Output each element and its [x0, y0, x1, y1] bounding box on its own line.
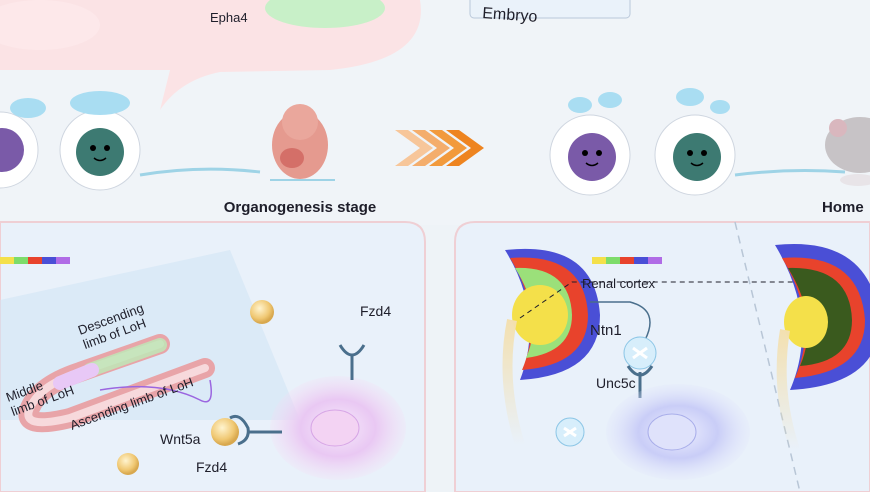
color-bar-segment: [592, 257, 606, 264]
color-bar-right: [592, 257, 662, 264]
ntn1-particle: [555, 417, 585, 447]
fzd4-receptor-bottom: [229, 414, 282, 446]
wnt5a-ligand: [211, 418, 239, 446]
color-bar-segment: [0, 257, 14, 264]
mouse-icon: [825, 117, 870, 186]
ntn1-label: Ntn1: [590, 322, 622, 339]
color-bar-segment: [42, 257, 56, 264]
fzd4-label-top: Fzd4: [360, 303, 391, 319]
cartoon-cell-right-purple: [549, 114, 631, 196]
bubble-left: [0, 0, 100, 50]
embryo-box: [469, 0, 631, 19]
kidney-section-developing: [502, 248, 600, 447]
stream-right: [734, 169, 846, 177]
stage-label-organogenesis: Organogenesis stage: [224, 199, 377, 216]
progression-arrow: [395, 130, 484, 166]
color-bar-segment: [56, 257, 70, 264]
embryo-label: Embryo: [482, 5, 538, 26]
fzd4-receptor-top: [338, 344, 366, 380]
color-bar-segment: [620, 257, 634, 264]
wnt5a-label: Wnt5a: [160, 431, 201, 447]
cartoon-cell-left-green: [59, 109, 141, 191]
ntn1-arrow: [590, 301, 651, 341]
color-bar-left: [0, 257, 70, 264]
fzd4-label-bottom: Fzd4: [196, 459, 227, 475]
unc5c-label: Unc5c: [596, 375, 636, 391]
color-bar-segment: [634, 257, 648, 264]
speech-clouds-right: [568, 88, 730, 114]
wnt5a-particle: [117, 453, 139, 475]
embryo-icon: [272, 104, 328, 179]
wnt5a-particle: [250, 300, 274, 324]
color-bar-segment: [14, 257, 28, 264]
embryo-cell-partial: [265, 0, 385, 28]
target-cell-blue: [606, 384, 750, 480]
renal-cortex-label: Renal cortex: [582, 276, 655, 291]
cartoon-cell-right-green: [654, 114, 736, 196]
stream-left: [139, 167, 261, 177]
epha4-label: Epha4: [210, 10, 248, 25]
target-cell-pink: [270, 376, 406, 480]
cortex-guide-line: [519, 281, 820, 319]
kidney-section-mature: [775, 244, 870, 452]
ntn1-particle: [623, 336, 657, 370]
loop-of-henle: [18, 334, 215, 433]
stage-label-home: Home: [822, 199, 864, 216]
color-bar-segment: [648, 257, 662, 264]
cartoon-cell-left-purple: [0, 111, 39, 189]
color-bar-segment: [28, 257, 42, 264]
color-bar-segment: [606, 257, 620, 264]
cloud-icon: [10, 91, 130, 118]
